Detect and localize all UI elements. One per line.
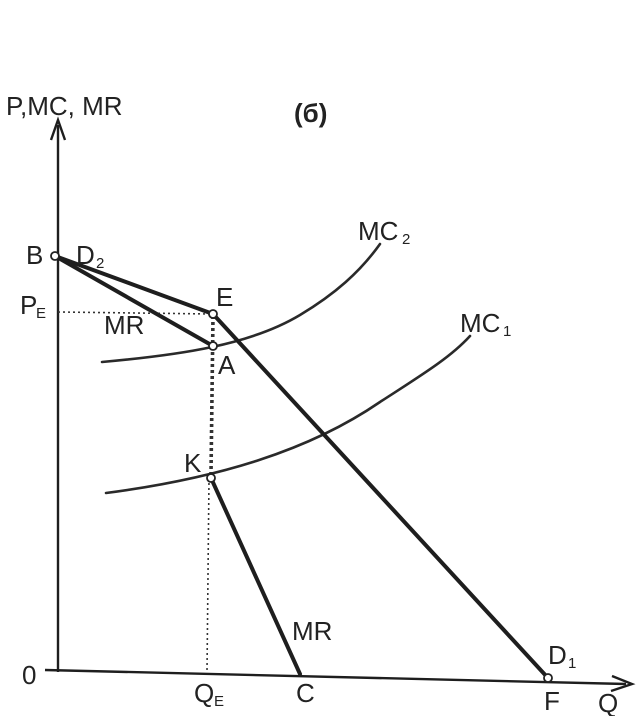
pe-label-sub: E	[36, 305, 46, 322]
point-f	[543, 673, 553, 683]
x-axis	[44, 668, 627, 686]
y-axis-arrow	[49, 116, 67, 141]
label-e: E	[216, 282, 233, 312]
x-axis-arrow	[610, 674, 636, 693]
label-a: A	[218, 350, 236, 380]
qe-label-sub: E	[214, 693, 224, 710]
pe-guide-line	[57, 311, 214, 315]
qe-label: Q	[194, 678, 214, 708]
point-b	[50, 251, 60, 261]
mc1-curve	[104, 334, 472, 495]
mc1-label: MC	[460, 308, 500, 338]
pe-label: P	[20, 290, 37, 320]
diagram-title: (б)	[294, 98, 327, 128]
y-axis-label: P,MC, MR	[6, 91, 123, 121]
label-c: C	[296, 678, 315, 708]
x-axis-label: Q	[598, 688, 618, 716]
mc2-curve	[100, 242, 382, 364]
origin-label: 0	[22, 660, 36, 690]
mc1-label-sub: 1	[503, 323, 511, 340]
qe-guide-line	[206, 477, 210, 673]
d2-label: D	[76, 240, 95, 270]
mr-gap-segment	[209, 315, 215, 475]
mr-lower-line	[209, 476, 302, 676]
d1-label-sub: 1	[568, 655, 576, 672]
label-f: F	[544, 686, 560, 716]
mc2-label: MC	[358, 216, 398, 246]
mr-upper-line	[53, 254, 215, 348]
label-b: B	[26, 240, 43, 270]
d1-label: D	[548, 640, 567, 670]
d2-label-sub: 2	[96, 255, 104, 272]
mc2-label-sub: 2	[402, 231, 410, 248]
point-e	[208, 309, 218, 319]
mr-upper-label: MR	[104, 310, 144, 340]
mr-lower-label: MR	[292, 616, 332, 646]
point-k	[206, 473, 216, 483]
label-k: K	[184, 448, 202, 478]
point-a	[208, 341, 218, 351]
